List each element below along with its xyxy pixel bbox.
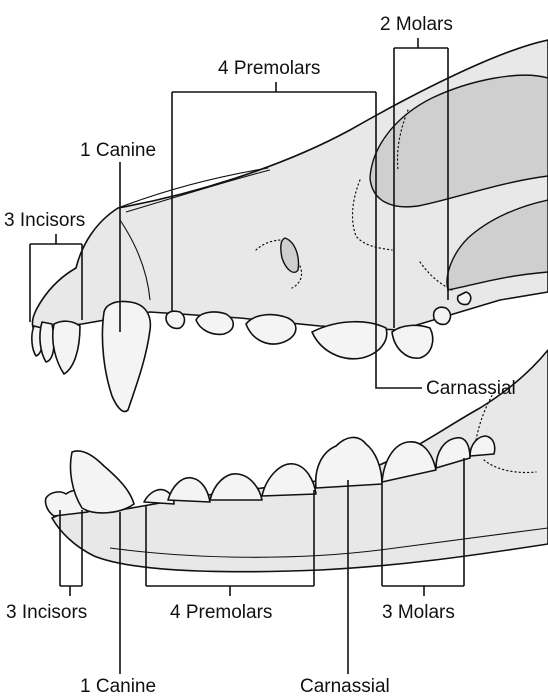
lower-premolar-4	[262, 464, 316, 496]
lower-canine-tooth	[70, 451, 134, 513]
upper-canine-label: 1 Canine	[80, 140, 156, 161]
lower-molars-label: 3 Molars	[382, 602, 455, 623]
upper-jaw	[30, 38, 548, 411]
upper-premolars-label: 4 Premolars	[218, 58, 320, 79]
upper-molars-label: 2 Molars	[380, 14, 453, 35]
lower-incisors-label: 3 Incisors	[6, 602, 87, 623]
upper-premolar-3	[246, 315, 296, 344]
upper-premolar-2	[196, 312, 233, 334]
lower-premolar-2	[168, 478, 210, 502]
upper-carnassial-label: Carnassial	[426, 378, 516, 399]
lower-premolar-3	[210, 474, 262, 500]
upper-canine-tooth	[102, 301, 150, 411]
upper-incisor-2	[40, 322, 54, 362]
upper-incisor-3	[53, 321, 80, 374]
upper-molar-2	[434, 307, 451, 324]
upper-incisors-label: 3 Incisors	[4, 210, 85, 231]
lower-carnassial-tooth	[316, 437, 382, 488]
lower-canine-label: 1 Canine	[80, 676, 156, 696]
upper-molar-1	[392, 325, 433, 358]
lower-premolars-label: 4 Premolars	[170, 602, 272, 623]
upper-premolar-1	[166, 311, 185, 328]
lower-carnassial-label: Carnassial	[300, 676, 390, 696]
